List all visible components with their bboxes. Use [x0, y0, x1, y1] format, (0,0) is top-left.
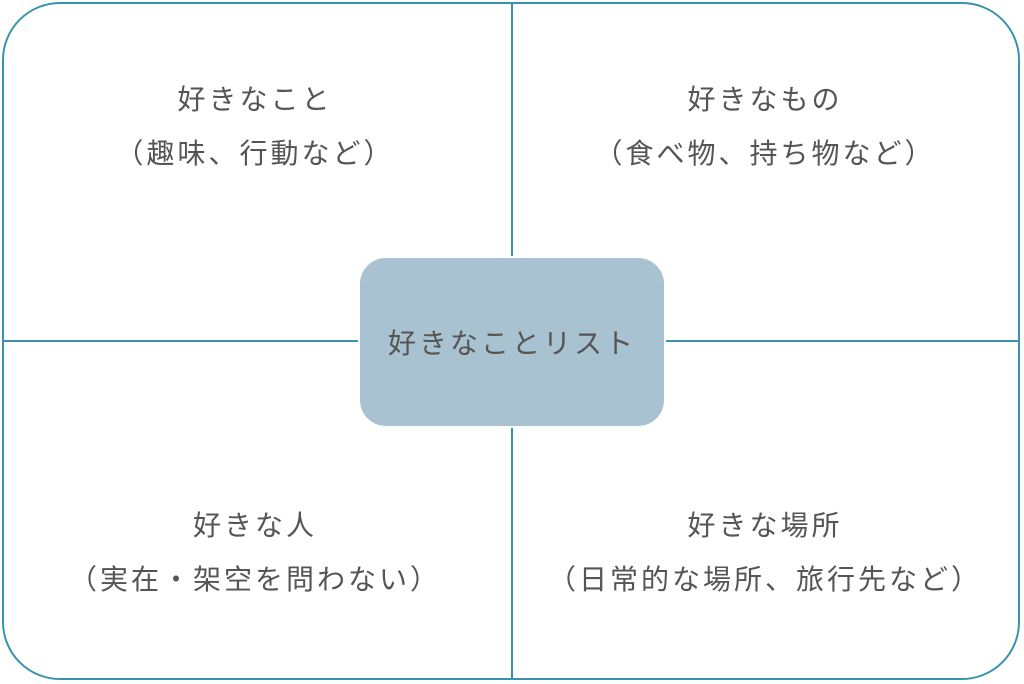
center-box: 好きなことリスト — [358, 256, 666, 428]
quadrant-subtitle: （食べ物、持ち物など） — [594, 137, 936, 170]
quadrant-title: 好きな人 — [192, 509, 317, 542]
quadrant-bottom-left: 好きな人 （実在・架空を問わない） — [5, 512, 505, 600]
quadrant-subtitle: （趣味、行動など） — [115, 137, 395, 170]
quadrant-subtitle: （日常的な場所、旅行先など） — [547, 563, 982, 596]
quadrant-bottom-right: 好きな場所 （日常的な場所、旅行先など） — [515, 512, 1015, 600]
quadrant-top-left: 好きなこと （趣味、行動など） — [5, 86, 505, 174]
quadrant-top-right: 好きなもの （食べ物、持ち物など） — [515, 86, 1015, 174]
center-label: 好きなことリスト — [387, 327, 636, 360]
quadrant-title: 好きなもの — [687, 83, 843, 116]
quadrant-title: 好きなこと — [177, 83, 333, 116]
quadrant-title: 好きな場所 — [687, 509, 843, 542]
quadrant-subtitle: （実在・架空を問わない） — [68, 563, 441, 596]
